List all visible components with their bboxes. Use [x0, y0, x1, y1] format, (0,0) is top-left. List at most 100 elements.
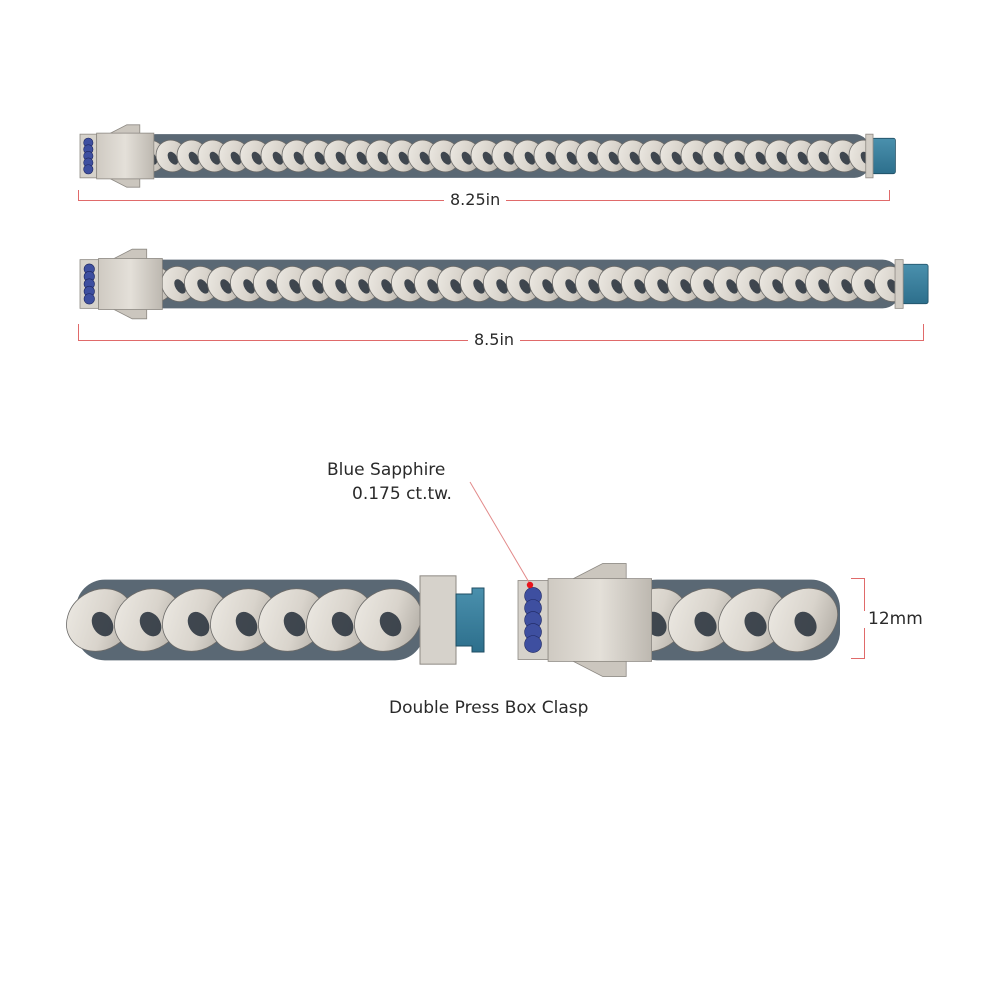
chain-link-gap — [473, 279, 485, 294]
chain-link-gap — [356, 151, 368, 165]
stone-title: Blue Sapphire — [327, 460, 446, 480]
chain-link-gap — [139, 611, 162, 637]
chain-link-gap — [243, 279, 255, 294]
chain-link-gap — [611, 279, 623, 294]
clasp-box — [547, 578, 652, 662]
chain-link-gap — [566, 151, 578, 165]
chain-link-gap — [283, 611, 306, 637]
chain-link-gap — [694, 611, 717, 637]
chain-link-gap — [772, 279, 784, 294]
stone-weight: 0.175 ct.tw. — [352, 484, 452, 504]
chain-link-gap — [197, 279, 209, 294]
chain-link-gap — [251, 151, 263, 165]
chain-link-gap — [496, 279, 508, 294]
chain-link-gap — [692, 151, 704, 165]
chain-link-gap — [657, 279, 669, 294]
chain-link-gap — [167, 151, 179, 165]
chain-link-gap — [404, 279, 416, 294]
end-cap-collar — [419, 575, 457, 665]
chain-link-gap — [734, 151, 746, 165]
clasp-box — [96, 132, 155, 180]
clasp-caption: Double Press Box Clasp — [389, 698, 589, 718]
chain-links — [134, 134, 881, 178]
sapphire-stone — [524, 635, 542, 653]
callout-pointer-line — [469, 481, 531, 585]
chain-link-gap — [91, 611, 114, 637]
chain-link-gap — [312, 279, 324, 294]
blue-tongue-end — [894, 259, 929, 309]
chain-links — [66, 579, 424, 661]
detail-end-cap — [419, 575, 485, 665]
chain-link-gap — [289, 279, 301, 294]
chain-links — [138, 259, 909, 309]
length-label-8-25: 8.25in — [444, 192, 507, 208]
chain-link-gap — [839, 151, 851, 165]
chain-link-gap — [565, 279, 577, 294]
chain-link-gap — [864, 279, 876, 294]
chain-link-gap — [314, 151, 326, 165]
chain-link-gap — [749, 279, 761, 294]
width-label: 12mm — [864, 611, 927, 628]
chain-link-gap — [174, 279, 186, 294]
chain-link-gap — [381, 279, 393, 294]
chain-link-gap — [629, 151, 641, 165]
chain-link-gap — [335, 279, 347, 294]
blue-tongue — [455, 587, 485, 653]
chain-link-gap — [461, 151, 473, 165]
chain-link-gap — [818, 279, 830, 294]
chain-link-gap — [542, 279, 554, 294]
end-cap-collar — [894, 259, 904, 309]
chain-link-gap — [588, 279, 600, 294]
chain-link-gap — [524, 151, 536, 165]
chain-link-gap — [450, 279, 462, 294]
chain-link-gap — [335, 151, 347, 165]
chain-link-gap — [230, 151, 242, 165]
end-cap-collar — [865, 133, 874, 179]
chain-links — [618, 579, 840, 661]
box-clasp — [79, 124, 155, 188]
box-clasp — [79, 248, 163, 320]
chain-link-gap — [671, 151, 683, 165]
chain-link-gap — [608, 151, 620, 165]
chain-link-gap — [266, 279, 278, 294]
chain-link-gap — [755, 151, 767, 165]
chain-link-gap — [377, 151, 389, 165]
chain-link-gap — [650, 151, 662, 165]
chain-link-gap — [519, 279, 531, 294]
chain-link-gap — [503, 151, 515, 165]
chain-link-gap — [797, 151, 809, 165]
chain-link-gap — [545, 151, 557, 165]
chain-link-gap — [482, 151, 494, 165]
chain-link-gap — [841, 279, 853, 294]
chain-link-gap — [587, 151, 599, 165]
chain-link-gap — [188, 151, 200, 165]
chain-link-gap — [713, 151, 725, 165]
box-clasp — [517, 563, 652, 677]
length-label-8-5: 8.5in — [468, 332, 521, 348]
chain-link-gap — [419, 151, 431, 165]
chain-link-gap — [293, 151, 305, 165]
chain-link-gap — [187, 611, 210, 637]
sapphire-stone — [83, 164, 94, 175]
chain-link-gap — [634, 279, 646, 294]
blue-tongue-end — [865, 133, 896, 179]
chain-link-gap — [680, 279, 692, 294]
callout-pointer-dot — [526, 581, 534, 589]
chain-link-gap — [794, 611, 817, 637]
clasp-box — [98, 258, 163, 310]
chain-link-gap — [703, 279, 715, 294]
chain-link-gap — [398, 151, 410, 165]
chain-link-gap — [744, 611, 767, 637]
chain-link-gap — [776, 151, 788, 165]
chain-link-gap — [220, 279, 232, 294]
sapphire-stone — [83, 293, 95, 305]
chain-link-gap — [795, 279, 807, 294]
chain-link-gap — [209, 151, 221, 165]
chain-link-gap — [427, 279, 439, 294]
chain-link-gap — [358, 279, 370, 294]
chain-link-gap — [235, 611, 258, 637]
